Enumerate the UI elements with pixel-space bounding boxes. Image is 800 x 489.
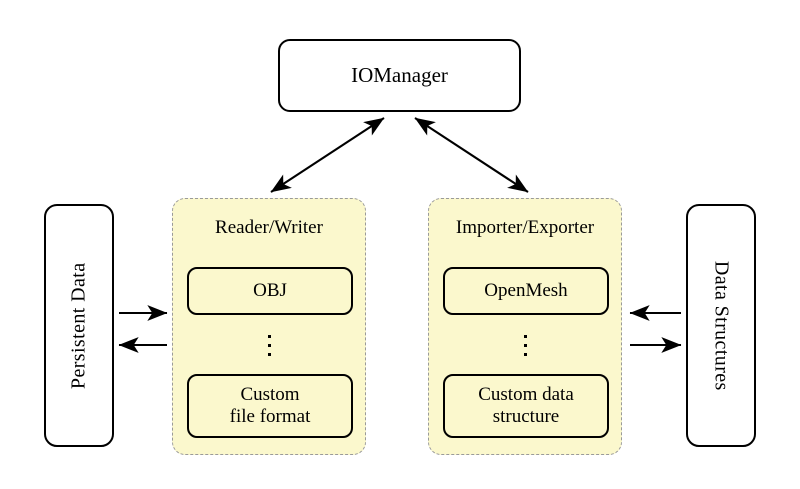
node-openmesh[interactable]: OpenMesh [443,267,609,315]
arrow-manager-reader-writer [270,117,385,193]
io-manager-label: IOManager [351,63,448,88]
node-obj[interactable]: OBJ [187,267,353,315]
node-custom-file-format[interactable]: Custom file format [187,374,353,438]
node-custom-data-structure[interactable]: Custom data structure [443,374,609,438]
node-io-manager[interactable]: IOManager [278,39,521,112]
data-structures-label: Data Structures [710,260,733,391]
persistent-data-label: Persistent Data [67,262,90,389]
group-importer-exporter[interactable]: Importer/Exporter OpenMesh Custom data s… [428,198,622,455]
arrow-manager-importer-exporter [414,117,529,193]
node-custom-data-structure-label: Custom data structure [478,383,574,427]
node-openmesh-label: OpenMesh [484,279,568,301]
node-persistent-data[interactable]: Persistent Data [44,204,114,447]
node-data-structures[interactable]: Data Structures [686,204,756,447]
group-reader-writer-title: Reader/Writer [215,217,323,238]
group-reader-writer[interactable]: Reader/Writer OBJ Custom file format [172,198,366,455]
node-obj-label: OBJ [253,279,287,301]
vertical-ellipsis-icon [173,325,365,365]
vertical-ellipsis-icon [429,325,621,365]
node-custom-file-format-label: Custom file format [229,383,311,427]
group-importer-exporter-title: Importer/Exporter [455,217,595,238]
